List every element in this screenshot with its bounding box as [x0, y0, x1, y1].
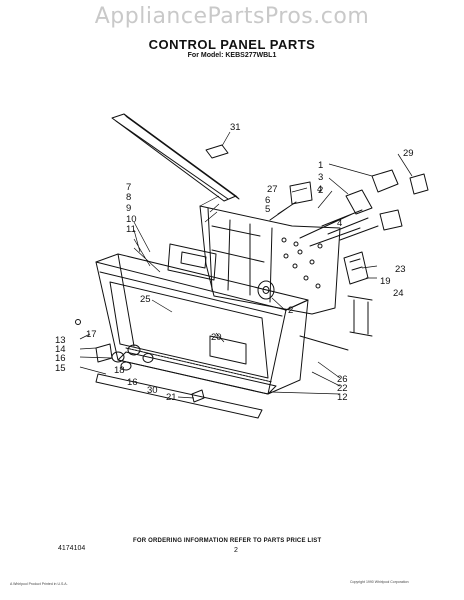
screw-leads: [269, 201, 297, 221]
ordering-note: FOR ORDERING INFORMATION REFER TO PARTS …: [133, 538, 322, 544]
callout-6: 6: [265, 195, 270, 206]
side-rail: [299, 335, 349, 351]
callout-16a: 16: [55, 353, 66, 364]
wire-leads: [299, 209, 379, 247]
switch-assembly: [289, 169, 429, 231]
callout-3: 3: [318, 172, 323, 183]
callout-24: 24: [393, 288, 404, 299]
bracket-24: [347, 295, 373, 337]
callout-8: 8: [126, 192, 131, 203]
callout-31: 31: [230, 122, 241, 133]
callout-12: 12: [337, 392, 348, 403]
watermark: AppliancePartsPros.com: [94, 4, 370, 29]
mounting-bracket: [199, 205, 341, 315]
callout-4b: 4: [337, 218, 342, 229]
control-panel-housing: [95, 253, 309, 395]
bottom-trim: [95, 373, 263, 419]
fine-print-right: Copyright 1990 Whirlpool Corporation: [350, 580, 409, 584]
display-window: [209, 335, 247, 365]
display-board: [167, 243, 217, 281]
callout-2a: 2: [318, 185, 323, 196]
callout-10: 10: [126, 214, 137, 225]
callout-22: 22: [337, 383, 348, 394]
callout-25: 25: [140, 294, 151, 305]
page-title: CONTROL PANEL PARTS: [148, 37, 316, 52]
callout-2b: 2: [288, 305, 293, 316]
callout-14: 14: [55, 344, 66, 355]
page-number: 2: [234, 547, 238, 554]
callout-9: 9: [126, 203, 131, 214]
top-trim-strip: [111, 113, 240, 202]
bracket-31: [205, 144, 229, 159]
rotary-knob: [257, 280, 275, 300]
part-code: 4174104: [58, 545, 86, 552]
fine-print-left: A Whirlpool Product Printed in U.S.A.: [10, 582, 68, 586]
callout-1: 1: [318, 160, 323, 171]
callout-19: 19: [380, 276, 391, 287]
callout-20: 20: [211, 332, 222, 343]
callout-15: 15: [55, 363, 66, 374]
callout-11: 11: [126, 224, 136, 235]
model-subtitle: For Model: KEBS277WBL1: [187, 52, 277, 59]
callout-29: 29: [403, 148, 414, 159]
callout-26: 26: [337, 374, 348, 385]
overlay-strip: [117, 347, 277, 395]
callout-18: 18: [114, 365, 125, 376]
callout-7: 7: [126, 182, 131, 193]
callout-30: 30: [147, 385, 158, 396]
callout-21: 21: [166, 392, 177, 403]
callout-5: 5: [265, 204, 270, 215]
callout-4a: 4: [317, 184, 322, 195]
callout-23: 23: [395, 264, 406, 275]
callout-27: 27: [267, 184, 278, 195]
callout-16b: 16: [127, 377, 138, 388]
callout-13: 13: [55, 335, 66, 346]
callout-17: 17: [86, 329, 97, 340]
